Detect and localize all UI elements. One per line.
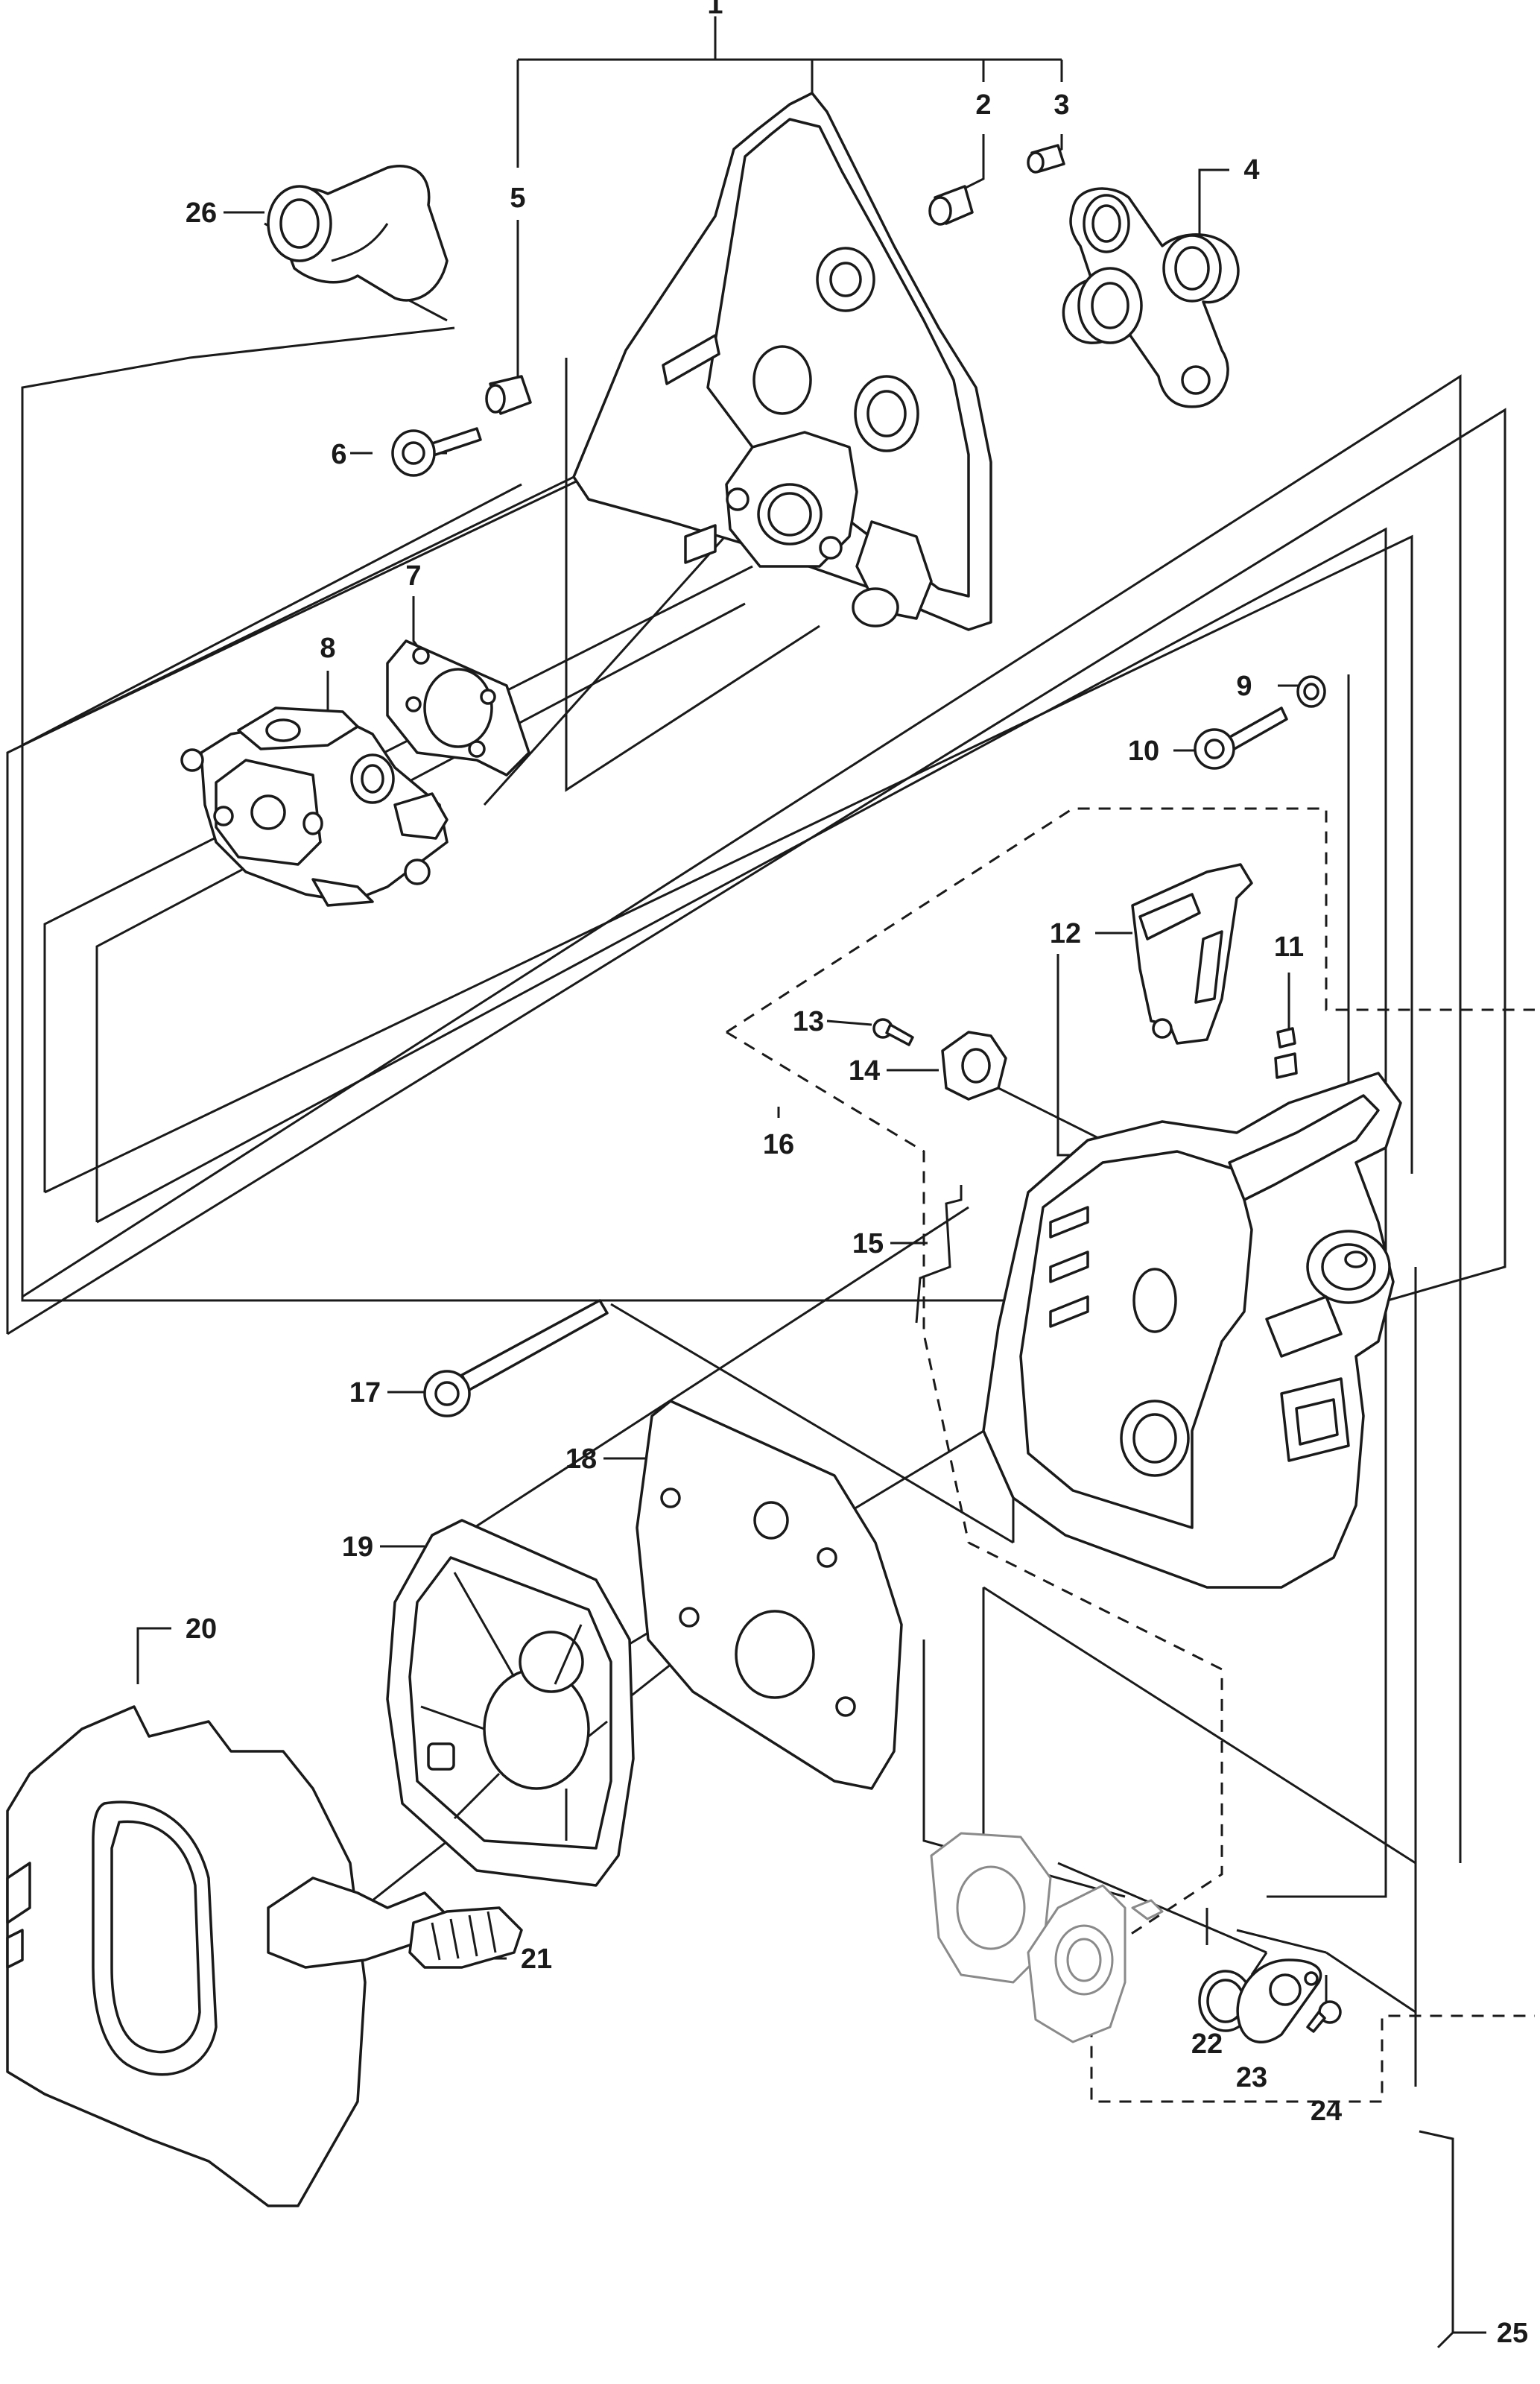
part-12-choke-lever [1131,863,1253,1045]
part-8-carburetor [180,706,449,907]
part-25-rod [1419,2130,1454,2349]
label-19: 19 [342,1531,373,1563]
label-9: 9 [1236,671,1252,702]
label-13: 13 [793,1006,824,1037]
label-12: 12 [1050,918,1081,949]
callout-labels: 1 2 3 4 5 6 7 8 9 10 11 12 13 14 16 15 1… [186,0,1528,2349]
label-6: 6 [331,439,346,470]
part-10-screw [1194,706,1288,770]
label-7: 7 [405,560,421,592]
label-20: 20 [186,1613,217,1645]
label-21: 21 [521,1944,552,1975]
label-23: 23 [1236,2062,1267,2093]
part-16-filter-housing [982,1072,1402,1589]
label-15: 15 [852,1228,884,1259]
part-20-air-filter-cover [6,1705,449,2207]
label-11: 11 [1274,932,1304,963]
part-9-washer [1296,675,1326,708]
part-1-carb-bracket [572,92,992,631]
label-17: 17 [349,1377,381,1408]
part-23-cover-plate [1236,1958,1322,2043]
part-6-screw [391,427,482,477]
label-3: 3 [1053,89,1069,121]
label-1: 1 [707,0,723,20]
part-3-bushing [1027,144,1065,174]
label-26: 26 [186,197,217,229]
label-10: 10 [1128,736,1159,767]
label-5: 5 [510,183,525,214]
leader-lines [6,16,1506,2334]
part-26-intake-elbow [267,165,449,302]
part-19-filter-frame [386,1519,635,1887]
part-18-filter-element [636,1400,903,1790]
label-4: 4 [1243,154,1259,186]
part-15-choke-rod [915,1185,963,1324]
label-14: 14 [849,1055,880,1087]
label-2: 2 [975,89,991,121]
part-13-screw [872,1018,914,1046]
part-24-screw [1306,2000,1342,2033]
label-18: 18 [565,1444,597,1475]
part-2-bushing [928,185,974,226]
part-5-sleeve [485,375,532,415]
part-ghost-gasket [930,1832,1052,1984]
label-24: 24 [1311,2096,1342,2127]
part-7-gasket [386,639,530,777]
part-17-screw [423,1299,609,1417]
part-11-clip [1274,1027,1298,1079]
part-21-latch-clip [408,1906,523,1969]
part-14-grommet [941,1031,1007,1101]
label-16: 16 [763,1129,794,1160]
label-22: 22 [1191,2029,1223,2060]
label-8: 8 [320,633,335,664]
part-4-intake-adapter [1062,187,1240,408]
part-ghost-flange [1027,1884,1164,2043]
label-25: 25 [1497,2318,1528,2349]
